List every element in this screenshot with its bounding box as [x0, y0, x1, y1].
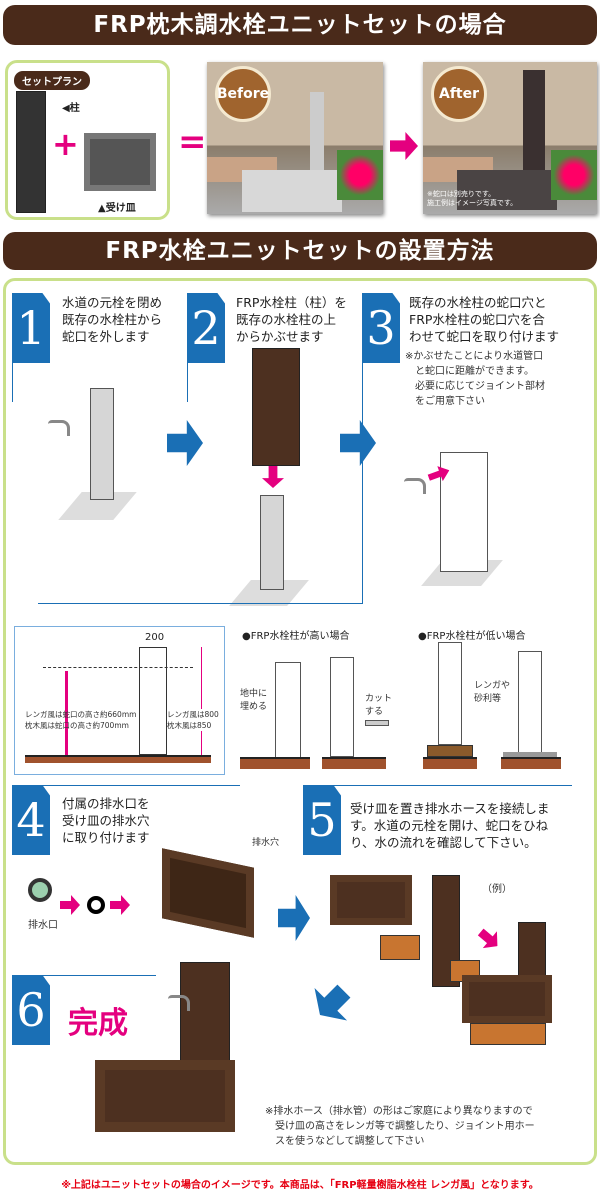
hose-note: ※排水ホース（排水管）の形はご家庭により異なりますので 受け皿の高さをレンガ等で… — [265, 1106, 535, 1147]
old-pole-image — [260, 495, 284, 590]
equals-sign: = — [178, 122, 207, 162]
bury-label: 地中に 埋める — [240, 689, 268, 712]
tray-label: ▲受け皿 — [98, 203, 136, 214]
step-3-text: 既存の水栓柱の蛇口穴と FRP水栓柱の蛇口穴を合 わせて蛇口を取り付けます — [409, 295, 560, 344]
before-badge: Before — [215, 66, 271, 122]
step-4-text: 付属の排水口を 受け皿の排水穴 に取り付けます — [62, 796, 150, 845]
arrow-right-icon — [390, 132, 418, 160]
step-3-note: ※かぶせたことにより水道管口 と蛇口に距離ができます。 必要に応じてジョイント部… — [405, 351, 545, 407]
drain-fitting-icon — [28, 878, 52, 902]
faucet-icon — [168, 995, 190, 1011]
footer-note: ※上記はユニットセットの場合のイメージです。本商品は、「FRP軽量樹脂水栓柱 レ… — [61, 1180, 539, 1191]
pole-height-text: レンガ風は800 枕木風は850 — [167, 709, 219, 731]
step-2-text: FRP水栓柱（柱）を 既存の水栓柱の上 からかぶせます — [236, 295, 347, 344]
o-ring-icon — [87, 896, 105, 914]
pillar-label: ◀柱 — [62, 103, 80, 114]
section-header-installation: FRP水栓ユニットセットの設置方法 — [3, 232, 597, 270]
step-3-number: 3 — [362, 293, 400, 363]
drain-label: 排水口 — [28, 920, 58, 931]
after-badge: After — [431, 66, 487, 122]
tray-illustration — [330, 875, 412, 925]
completed-tray-illustration — [95, 1060, 235, 1132]
before-photo: Before — [207, 62, 383, 214]
set-plan-box: セットプラン ◀柱 + ▲受け皿 — [5, 60, 170, 220]
old-pole-image — [90, 388, 114, 500]
after-photo: After ※蛇口は別売りです。 施工例はイメージ写真です。 — [423, 62, 597, 214]
drain-hole-label: 排水穴 — [252, 838, 280, 848]
faucet-height-text: レンガ風は蛇口の高さ約660mm 枕木風は蛇口の高さ約700mm — [25, 710, 137, 730]
step-2-number: 2 — [187, 293, 225, 363]
case-high-title: ●FRP水栓柱が高い場合 — [242, 631, 350, 642]
frp-pillar-outline-image — [440, 452, 488, 572]
installation-box — [3, 278, 597, 1165]
cut-label: カット する — [365, 694, 393, 717]
section-header-unit-set: FRP枕木調水栓ユニットセットの場合 — [3, 5, 597, 45]
complete-label: 完成 — [68, 1006, 128, 1041]
width-dimension: 200 — [145, 632, 165, 643]
step-5-text: 受け皿を置き排水ホースを接続しま す。水道の元栓を開け、蛇口をひね り、水の流れ… — [350, 801, 550, 850]
faucet-icon — [48, 420, 70, 436]
step-5-number: 5 — [303, 785, 341, 855]
dimension-diagram: 200 レンガ風は蛇口の高さ約660mm 枕木風は蛇口の高さ約700mm レンガ… — [14, 626, 225, 775]
tray-image — [84, 133, 156, 191]
brick-gravel-label: レンガや 砂利等 — [474, 681, 511, 704]
set-plan-badge: セットプラン — [14, 71, 90, 90]
step-6-number: 6 — [12, 975, 50, 1045]
after-note: ※蛇口は別売りです。 施工例はイメージ写真です。 — [427, 190, 518, 207]
step-1-text: 水道の元栓を閉め 既存の水栓柱から 蛇口を外します — [62, 295, 163, 344]
example-label: （例） — [482, 884, 512, 895]
case-low-title: ●FRP水栓柱が低い場合 — [418, 631, 526, 642]
plus-sign: + — [52, 125, 79, 163]
pillar-image — [16, 91, 46, 213]
bricks-image — [380, 935, 420, 960]
step-1-number: 1 — [12, 293, 50, 363]
faucet-icon — [404, 478, 426, 494]
step-4-number: 4 — [12, 785, 50, 855]
frp-pillar-image — [252, 348, 300, 466]
